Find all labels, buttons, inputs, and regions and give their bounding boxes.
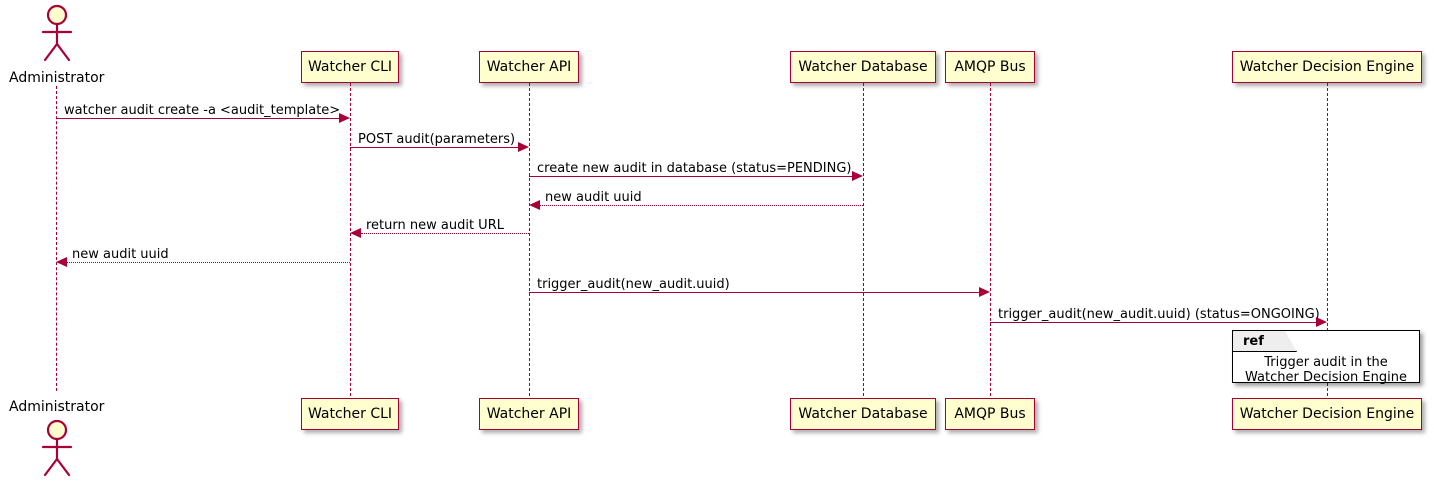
participant-watcher-decision-engine-bottom[interactable]: Watcher Decision Engine	[1232, 398, 1422, 430]
participant-amqp-bus-bottom-label: AMQP Bus	[954, 406, 1026, 422]
participant-amqp-bus-top-label: AMQP Bus	[954, 59, 1026, 75]
message-5-line	[361, 233, 529, 234]
actor-administrator-top-label: Administrator	[9, 70, 105, 86]
participant-watcher-decision-engine-top[interactable]: Watcher Decision Engine	[1232, 51, 1422, 83]
ref-fragment-line-1: Trigger audit in the	[1264, 355, 1388, 370]
participant-watcher-database-bottom[interactable]: Watcher Database	[790, 398, 936, 430]
message-4-line	[540, 205, 863, 206]
lifeline-watcher-cli	[350, 83, 351, 396]
message-4-label: new audit uuid	[545, 190, 642, 205]
message-3-label: create new audit in database (status=PEN…	[537, 161, 852, 176]
participant-watcher-database-top[interactable]: Watcher Database	[790, 51, 936, 83]
participant-watcher-cli-top[interactable]: Watcher CLI	[301, 51, 399, 83]
actor-administrator-bottom-label: Administrator	[9, 399, 105, 415]
message-8-label: trigger_audit(new_audit.uuid) (status=ON…	[998, 307, 1320, 322]
participant-watcher-decision-engine-bottom-label: Watcher Decision Engine	[1239, 406, 1415, 422]
participant-amqp-bus-top[interactable]: AMQP Bus	[945, 51, 1035, 83]
message-1-arrowhead-icon	[339, 113, 350, 123]
message-7-line	[529, 292, 979, 293]
message-2-label: POST audit(parameters)	[358, 132, 516, 147]
lifeline-amqp-bus	[990, 83, 991, 396]
ref-fragment-keyword: ref	[1243, 334, 1264, 349]
actor-administrator-top-figure	[36, 4, 78, 66]
message-6-label: new audit uuid	[72, 247, 169, 262]
message-1-line	[56, 118, 339, 119]
message-3-line	[529, 176, 852, 177]
participant-watcher-api-bottom-label: Watcher API	[486, 406, 572, 422]
participant-watcher-api-bottom[interactable]: Watcher API	[479, 398, 579, 430]
message-8-line	[990, 322, 1316, 323]
participant-amqp-bus-bottom[interactable]: AMQP Bus	[945, 398, 1035, 430]
message-7-label: trigger_audit(new_audit.uuid)	[537, 277, 730, 292]
participant-watcher-database-top-label: Watcher Database	[798, 59, 928, 75]
lifeline-administrator	[56, 86, 57, 391]
participant-watcher-cli-bottom[interactable]: Watcher CLI	[301, 398, 399, 430]
message-3-arrowhead-icon	[852, 171, 863, 181]
message-6-line	[67, 262, 350, 263]
participant-watcher-cli-bottom-label: Watcher CLI	[307, 406, 393, 422]
participant-watcher-api-top[interactable]: Watcher API	[479, 51, 579, 83]
ref-fragment-tab	[1233, 331, 1297, 352]
ref-fragment-line-2: Watcher Decision Engine	[1245, 370, 1407, 385]
message-6-arrowhead-icon	[56, 257, 67, 267]
lifeline-watcher-database	[863, 83, 864, 396]
participant-watcher-api-top-label: Watcher API	[486, 59, 572, 75]
message-8-arrowhead-icon	[1316, 317, 1327, 327]
participant-watcher-decision-engine-top-label: Watcher Decision Engine	[1239, 59, 1415, 75]
message-2-line	[350, 147, 518, 148]
participant-watcher-cli-top-label: Watcher CLI	[307, 59, 393, 75]
lifeline-watcher-decision-engine	[1327, 83, 1328, 396]
message-4-arrowhead-icon	[529, 200, 540, 210]
ref-fragment-body: Trigger audit in the Watcher Decision En…	[1233, 355, 1419, 385]
message-7-arrowhead-icon	[979, 287, 990, 297]
ref-fragment-tab-notch-icon	[1285, 331, 1297, 352]
message-2-arrowhead-icon	[518, 142, 529, 152]
message-5-arrowhead-icon	[350, 228, 361, 238]
message-1-label: watcher audit create -a <audit_template>	[64, 103, 341, 118]
participant-watcher-database-bottom-label: Watcher Database	[798, 406, 928, 422]
message-5-label: return new audit URL	[366, 218, 504, 233]
actor-administrator-bottom-figure	[36, 419, 78, 481]
lifeline-watcher-api	[529, 83, 530, 396]
ref-fragment: ref Trigger audit in the Watcher Decisio…	[1232, 330, 1420, 385]
